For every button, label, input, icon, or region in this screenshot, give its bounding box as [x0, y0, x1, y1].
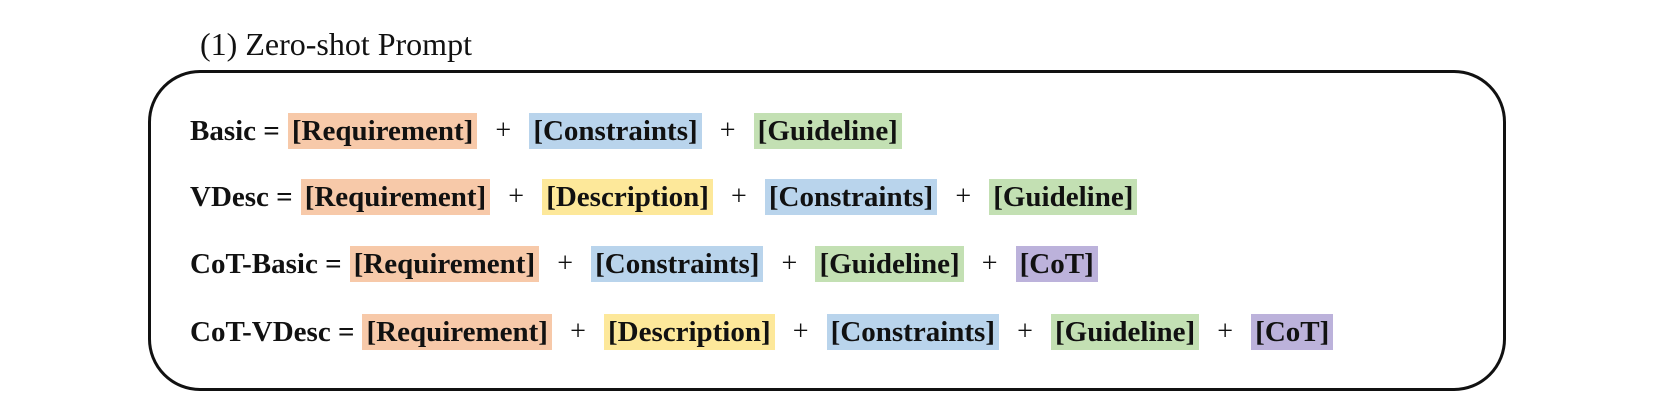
formula-name: CoT-Basic = — [190, 247, 342, 280]
plus-sign: + — [981, 248, 998, 279]
guideline-chip: [Guideline] — [753, 113, 902, 149]
plus-sign: + — [1217, 316, 1234, 347]
guideline-chip: [Guideline] — [815, 246, 964, 282]
formula-basic: Basic = [Requirement] + [Constraints] + … — [190, 112, 902, 150]
constraints-chip: [Constraints] — [826, 314, 999, 350]
description-chip: [Description] — [603, 314, 775, 350]
formula-name: VDesc = — [190, 180, 293, 213]
plus-sign: + — [1017, 316, 1033, 347]
cot-chip: [CoT] — [1015, 246, 1098, 282]
plus-sign: + — [557, 248, 573, 279]
plus-sign: + — [792, 316, 809, 347]
plus-sign: + — [781, 248, 798, 279]
requirement-chip: [Requirement] — [349, 246, 540, 282]
constraints-chip: [Constraints] — [591, 246, 764, 282]
formula-cot-basic: CoT-Basic = [Requirement] + [Constraints… — [190, 245, 1098, 283]
plus-sign: + — [508, 181, 525, 212]
plus-sign: + — [495, 115, 512, 146]
requirement-chip: [Requirement] — [300, 179, 491, 215]
cot-chip: [CoT] — [1251, 314, 1334, 350]
plus-sign: + — [719, 115, 736, 146]
constraints-chip: [Constraints] — [764, 179, 938, 215]
description-chip: [Description] — [542, 179, 713, 215]
guideline-chip: [Guideline] — [989, 179, 1138, 215]
requirement-chip: [Requirement] — [362, 314, 552, 350]
plus-sign: + — [955, 181, 972, 212]
guideline-chip: [Guideline] — [1051, 314, 1200, 350]
plus-sign: + — [730, 181, 747, 212]
diagram-title: (1) Zero-shot Prompt — [200, 26, 472, 62]
requirement-chip: [Requirement] — [287, 113, 478, 149]
plus-sign: + — [570, 316, 586, 347]
formula-name: CoT-VDesc = — [190, 315, 355, 348]
prompt-box — [148, 70, 1506, 391]
formula-name: Basic = — [190, 114, 280, 147]
formula-cot-vdesc: CoT-VDesc = [Requirement] + [Description… — [190, 313, 1334, 351]
formula-vdesc: VDesc = [Requirement] + [Description] + … — [190, 178, 1138, 216]
constraints-chip: [Constraints] — [529, 113, 702, 149]
